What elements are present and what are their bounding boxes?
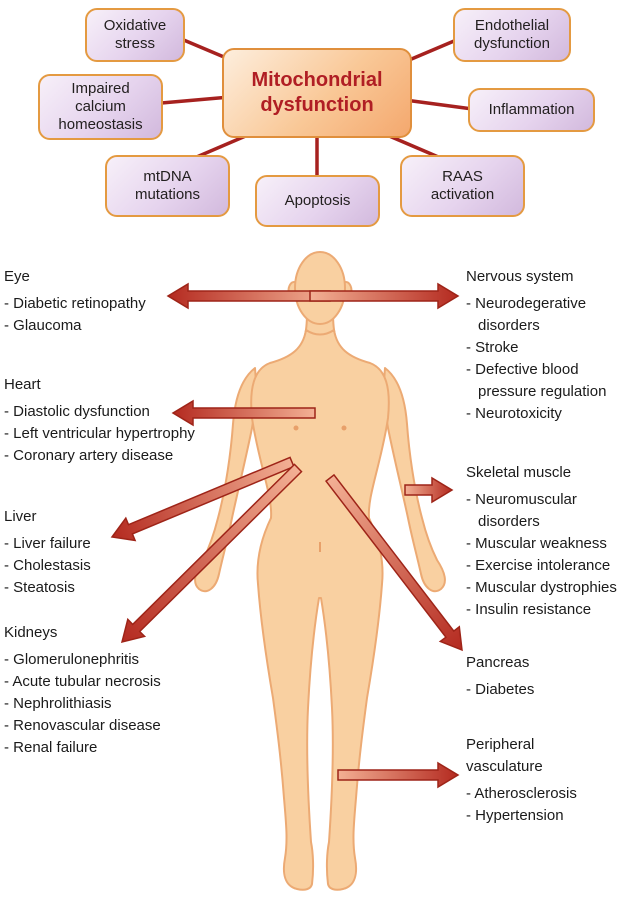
list-item: - Liver failure	[4, 535, 91, 552]
list-item: - Diastolic dysfunction	[4, 403, 150, 420]
organ-nervous-title: Nervous system	[466, 268, 574, 285]
list-item: - Stroke	[466, 339, 519, 356]
node-impaired-calcium-homeostasis: Impaired calcium homeostasis	[38, 74, 163, 140]
list-item: - Neuromuscular disorders	[466, 491, 577, 530]
node-apoptosis: Apoptosis	[255, 175, 380, 227]
list-item: - Glaucoma	[4, 317, 82, 334]
organ-skeletal-title: Skeletal muscle	[466, 464, 572, 481]
list-item: - Neurodegerative disorders	[466, 295, 587, 334]
heart-arrow	[171, 399, 316, 427]
list-item: - Muscular dystrophies	[466, 579, 617, 596]
node-label: Apoptosis	[284, 191, 351, 209]
skeletal-muscle-arrow	[404, 476, 454, 504]
organ-liver-title: Liver	[4, 508, 37, 525]
pancreas-arrow	[324, 473, 463, 652]
list-item: - Insulin resistance	[466, 601, 592, 618]
node-inflammation: Inflammation	[468, 88, 595, 132]
node-label: RAAS activation	[430, 167, 495, 203]
list-item: - Coronary artery disease	[4, 447, 174, 464]
organ-kidneys: Kidneys - Glomerulonephritis - Acute tub…	[4, 622, 204, 759]
node-endothelial-dysfunction: Endothelial dysfunction	[453, 8, 571, 62]
list-item: - Renal failure	[4, 739, 98, 756]
node-label: Oxidative stress	[103, 16, 167, 52]
node-label: Endothelial dysfunction	[474, 16, 550, 52]
head	[294, 251, 346, 325]
organ-peripheral-title: Peripheral vasculature	[466, 736, 543, 775]
left-arm	[194, 367, 257, 593]
node-label: Impaired calcium homeostasis	[58, 79, 143, 134]
list-item: - Atherosclerosis	[466, 785, 577, 802]
organ-arrows	[110, 282, 463, 789]
organ-kidneys-title: Kidneys	[4, 624, 58, 641]
organ-peripheral-vasculature: Peripheral vasculature - Atherosclerosis…	[466, 734, 596, 827]
list-item: - Renovascular disease	[4, 717, 161, 734]
chest-detail-left	[293, 425, 299, 431]
organ-heart-title: Heart	[4, 376, 41, 393]
organ-skeletal-muscle: Skeletal muscle - Neuromuscular disorder…	[466, 462, 638, 621]
nervous-system-arrow	[309, 282, 460, 310]
liver-arrow	[110, 456, 295, 542]
hub-label: Mitochondrial dysfunction	[251, 69, 383, 116]
hub-mitochondrial-dysfunction: Mitochondrial dysfunction	[222, 48, 412, 138]
node-mtdna-mutations: mtDNA mutations	[105, 155, 230, 217]
list-item: - Left ventricular hypertrophy	[4, 425, 195, 442]
node-label: mtDNA mutations	[134, 167, 201, 203]
list-item: - Acute tubular necrosis	[4, 673, 161, 690]
kidneys-arrow	[120, 463, 303, 644]
list-item: - Hypertension	[466, 807, 564, 824]
list-item: - Exercise intolerance	[466, 557, 611, 574]
list-item: - Steatosis	[4, 579, 75, 596]
organ-pancreas: Pancreas - Diabetes	[466, 652, 616, 701]
right-arm	[383, 367, 446, 593]
list-item: - Defective blood pressure regulation	[466, 361, 607, 400]
list-item: - Glomerulonephritis	[4, 651, 140, 668]
connector-impaired-calcium	[149, 95, 231, 106]
chest-detail-right	[341, 425, 347, 431]
organ-pancreas-title: Pancreas	[466, 654, 530, 671]
list-item: - Neurotoxicity	[466, 405, 562, 422]
peripheral-vasculature-arrow	[337, 761, 460, 789]
organ-eye: Eye - Diabetic retinopathy - Glaucoma	[4, 266, 204, 337]
organ-heart: Heart - Diastolic dysfunction - Left ven…	[4, 374, 219, 467]
node-label: Inflammation	[488, 100, 575, 118]
node-raas-activation: RAAS activation	[400, 155, 525, 217]
node-oxidative-stress: Oxidative stress	[85, 8, 185, 62]
list-item: - Muscular weakness	[466, 535, 607, 552]
organ-eye-title: Eye	[4, 268, 30, 285]
connector-inflammation	[404, 98, 481, 112]
list-item: - Cholestasis	[4, 557, 91, 574]
list-item: - Diabetic retinopathy	[4, 295, 146, 312]
list-item: - Nephrolithiasis	[4, 695, 112, 712]
list-item: - Diabetes	[466, 681, 535, 698]
organ-liver: Liver - Liver failure - Cholestasis - St…	[4, 506, 154, 599]
organ-nervous-system: Nervous system - Neurodegerative disorde…	[466, 266, 636, 425]
eye-arrow	[166, 282, 331, 310]
